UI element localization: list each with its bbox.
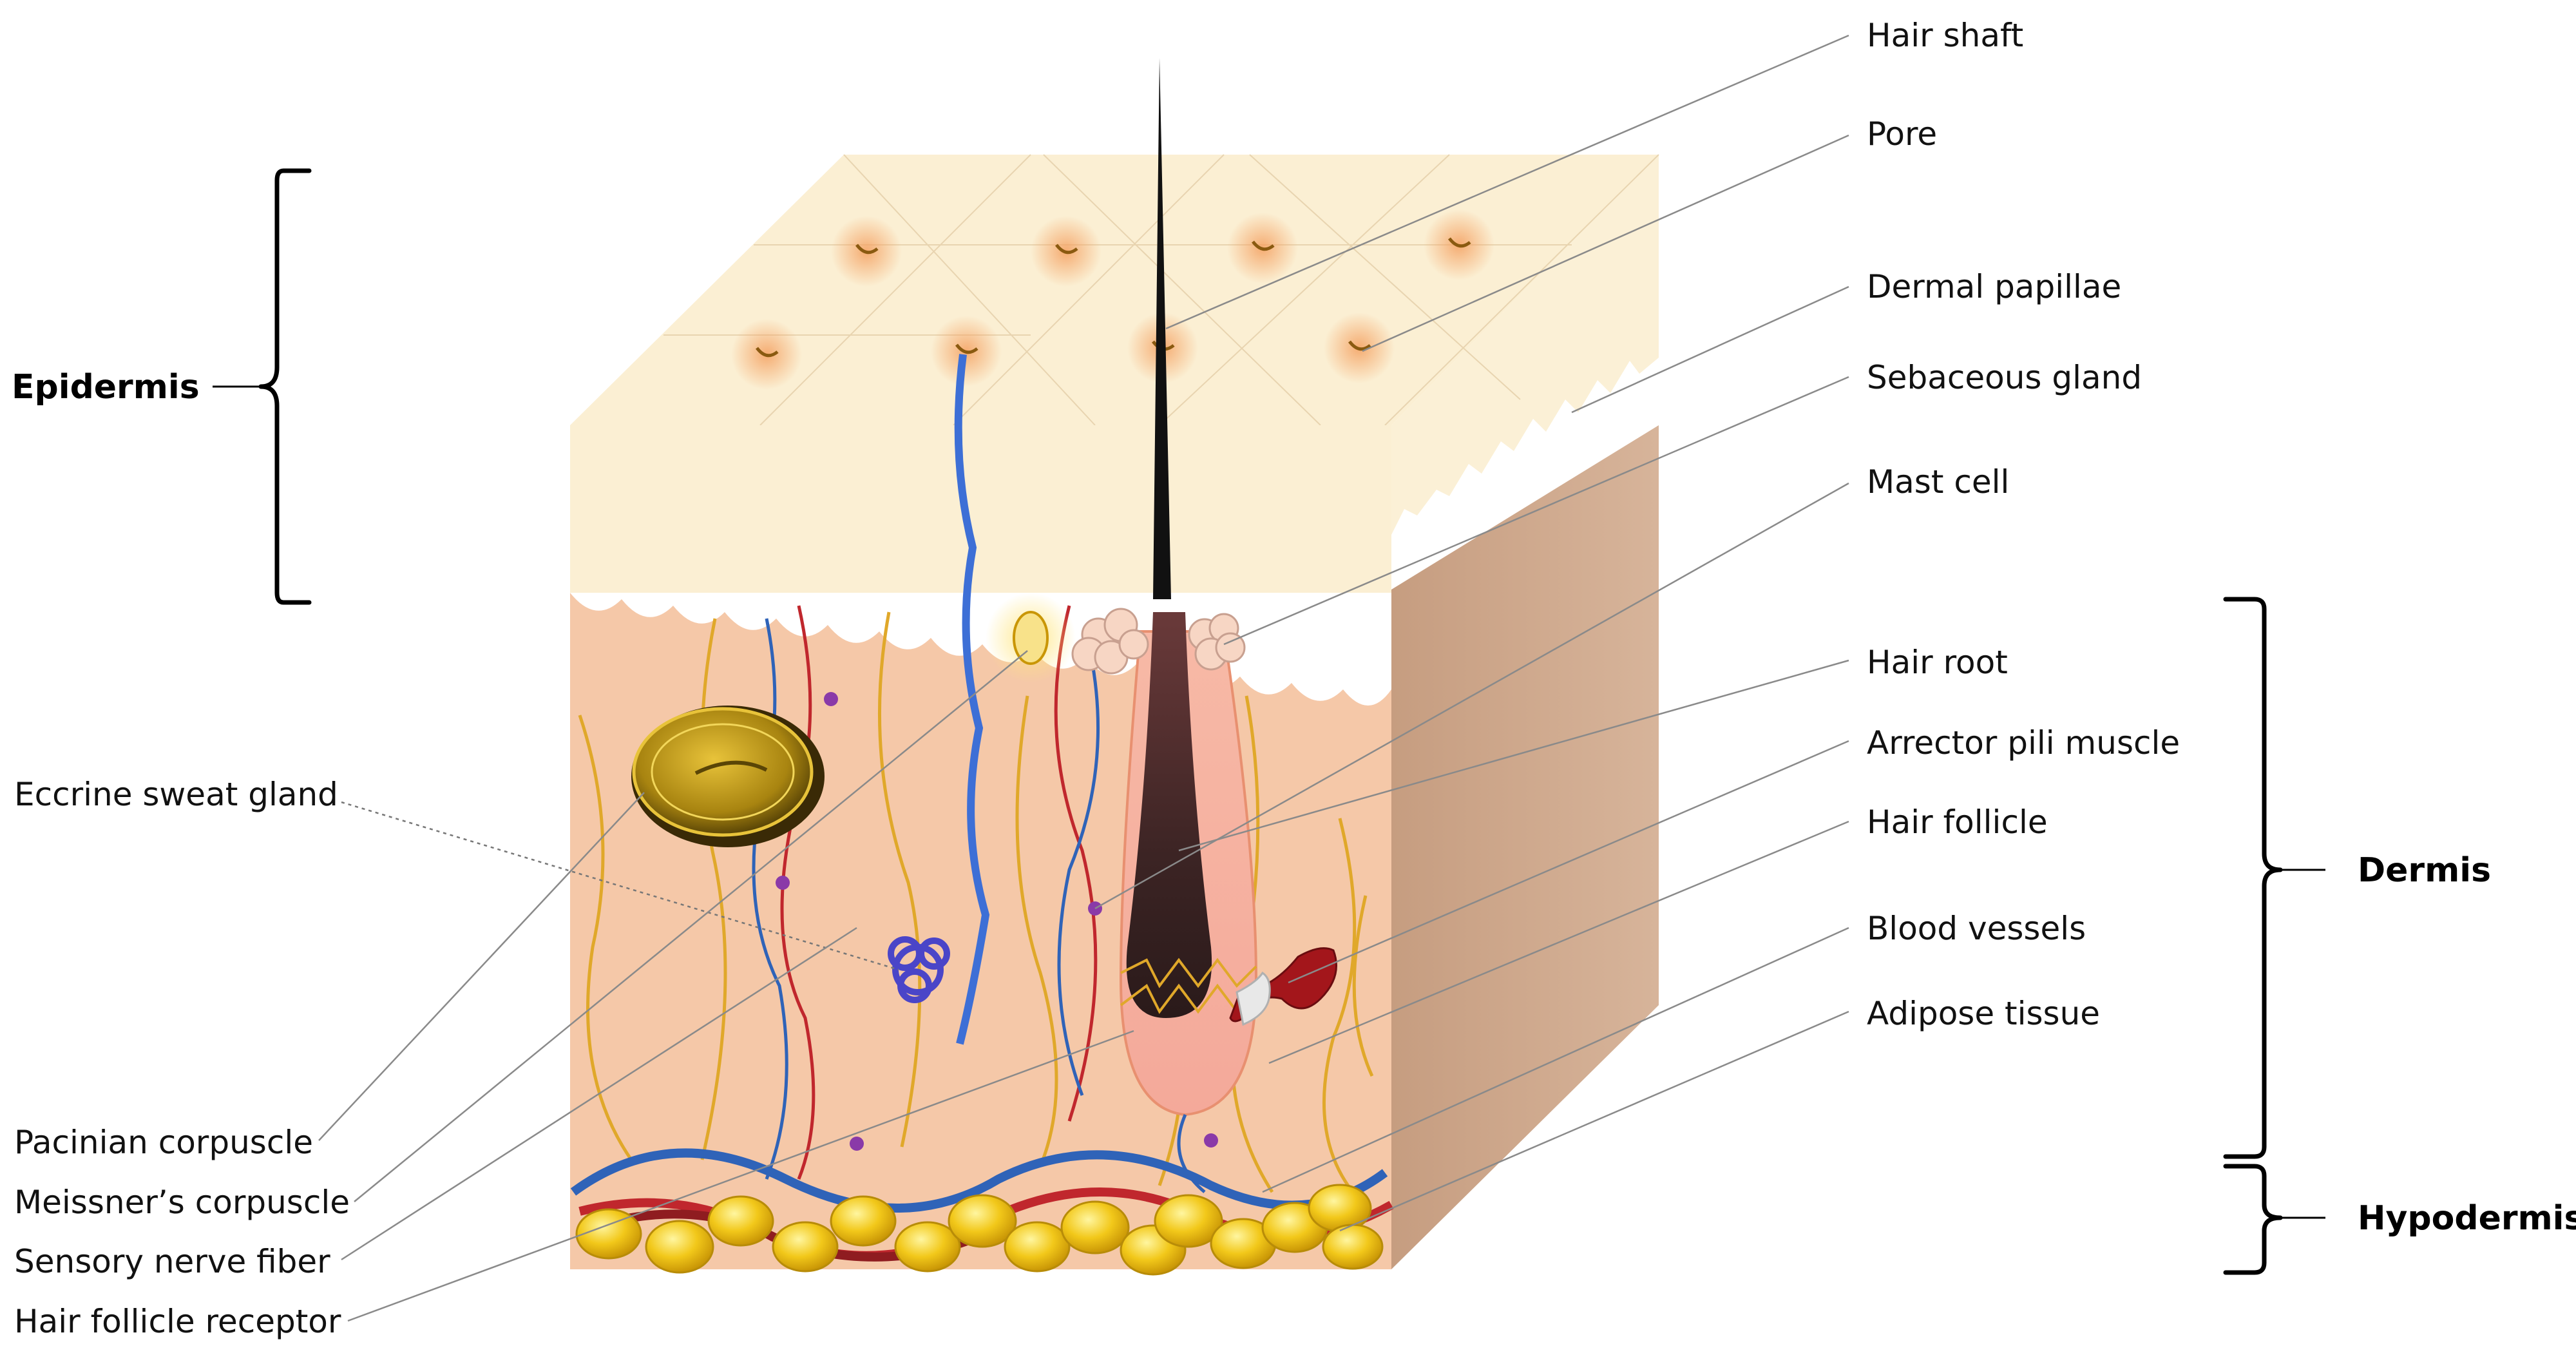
label-meissners-corpuscle: Meissner’s corpuscle — [14, 1184, 350, 1221]
label-pore: Pore — [1867, 115, 1937, 153]
layer-label-hypodermis: Hypodermis — [2358, 1199, 2576, 1238]
pacinian-corpuscle — [631, 706, 825, 847]
dermis-brace — [2223, 597, 2325, 1159]
hair-shaft — [1153, 58, 1171, 599]
skin-block — [570, 58, 1659, 1276]
pores — [731, 209, 1494, 390]
eccrine-sweat-coil — [888, 936, 950, 1003]
hypodermis-brace — [2223, 1164, 2325, 1275]
label-hair-shaft: Hair shaft — [1867, 17, 2023, 54]
label-adipose-tissue: Adipose tissue — [1867, 995, 2100, 1032]
block-side-face — [1391, 425, 1659, 1269]
hair-follicle-group — [1119, 612, 1258, 1193]
front-epidermis — [570, 425, 1391, 593]
epidermis-brace — [213, 168, 312, 605]
label-arrector-pili-muscle: Arrector pili muscle — [1867, 724, 2180, 762]
label-eccrine-sweat-gland: Eccrine sweat gland — [14, 776, 338, 813]
label-sensory-nerve-fiber: Sensory nerve fiber — [14, 1243, 330, 1280]
label-sebaceous-gland: Sebaceous gland — [1867, 359, 2142, 396]
label-blood-vessels: Blood vessels — [1867, 910, 2086, 947]
sebaceous-glands — [1071, 608, 1246, 675]
label-dermal-papillae: Dermal papillae — [1867, 268, 2121, 305]
label-pacinian-corpuscle: Pacinian corpuscle — [14, 1124, 313, 1161]
layer-label-dermis: Dermis — [2358, 851, 2491, 890]
label-hair-follicle-receptor: Hair follicle receptor — [14, 1303, 341, 1340]
follicle-nerve-base — [1177, 1114, 1206, 1193]
meissner-corpuscle — [986, 593, 1076, 683]
layer-label-epidermis: Epidermis — [12, 368, 200, 407]
right-labels: Hair shaft Pore Dermal papillae Sebaceou… — [1867, 17, 2180, 1032]
arrector-pili-muscle — [1229, 947, 1337, 1026]
layer-labels: Epidermis Dermis Hypodermis — [12, 368, 2576, 1238]
hair-root-shape — [1126, 612, 1212, 1018]
label-hair-follicle: Hair follicle — [1867, 803, 2048, 841]
label-mast-cell: Mast cell — [1867, 463, 2009, 501]
left-labels: Eccrine sweat gland Pacinian corpuscle M… — [14, 776, 350, 1340]
mast-cells — [776, 692, 1218, 1151]
eccrine-sweat-duct — [954, 354, 990, 1045]
leader-lines — [318, 34, 1849, 1322]
adipose-tissue-cells — [575, 1184, 1384, 1276]
label-hair-root: Hair root — [1867, 644, 2008, 681]
